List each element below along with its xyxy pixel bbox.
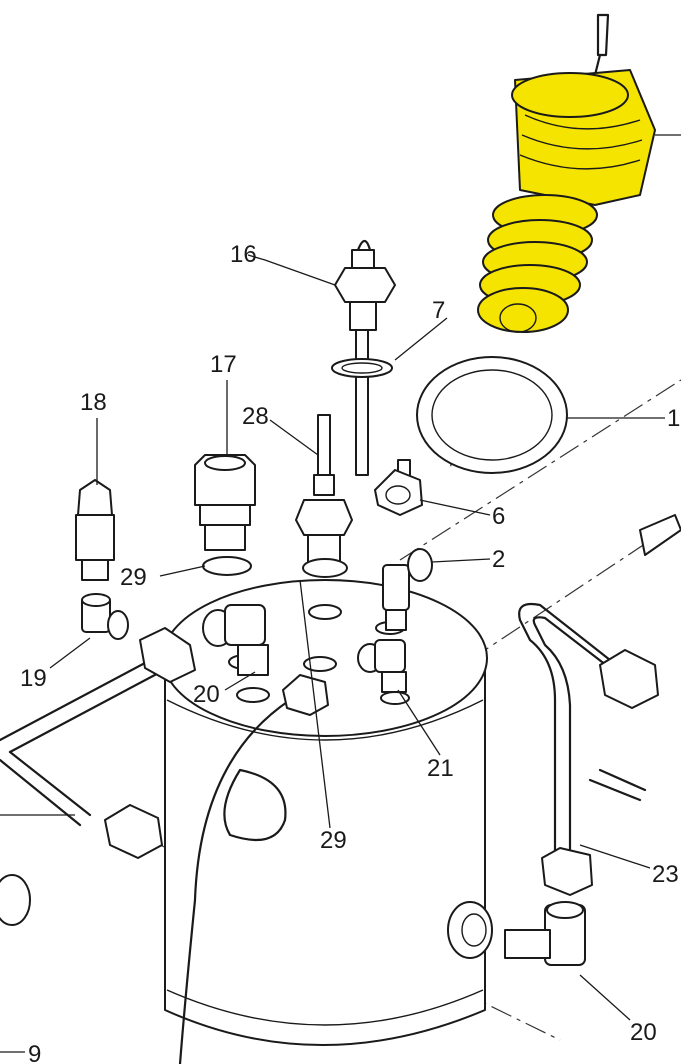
callout-20-lower: 20 — [630, 1019, 657, 1046]
callout-6: 6 — [492, 503, 505, 530]
callout-20-center: 20 — [193, 681, 220, 708]
valve-18 — [75, 479, 115, 581]
callout-16: 16 — [230, 241, 257, 268]
fitting-17 — [194, 454, 256, 576]
callout-17: 17 — [210, 351, 237, 378]
probe-16 — [331, 239, 396, 476]
pipe-left — [0, 627, 196, 926]
callout-19: 19 — [20, 665, 47, 692]
callout-9: 9 — [28, 1041, 41, 1064]
elbow-2 — [382, 548, 433, 631]
sensor-6 — [374, 459, 423, 516]
elbow-19 — [81, 593, 129, 640]
callouts: 1 2 6 7 9 16 17 18 19 20 20 21 23 28 29 … — [20, 241, 680, 1064]
callout-2: 2 — [492, 546, 505, 573]
callout-29-left: 29 — [120, 564, 147, 591]
gasket-ring — [416, 356, 665, 474]
leader-lines — [0, 254, 651, 1053]
callout-7: 7 — [432, 297, 445, 324]
capillary-tube — [178, 674, 329, 1064]
elbow-20-center — [202, 604, 269, 676]
probe-28 — [295, 414, 353, 578]
heating-element-highlighted — [477, 13, 681, 333]
callout-28: 28 — [242, 403, 269, 430]
callout-21: 21 — [427, 755, 454, 782]
elbow-21 — [357, 639, 407, 693]
callout-1-right: 1 — [667, 405, 680, 432]
pipe-right-23 — [518, 514, 681, 896]
elbow-20-lower — [504, 901, 586, 966]
callout-23: 23 — [652, 861, 679, 888]
callout-29-center: 29 — [320, 827, 347, 854]
callout-18: 18 — [80, 389, 107, 416]
